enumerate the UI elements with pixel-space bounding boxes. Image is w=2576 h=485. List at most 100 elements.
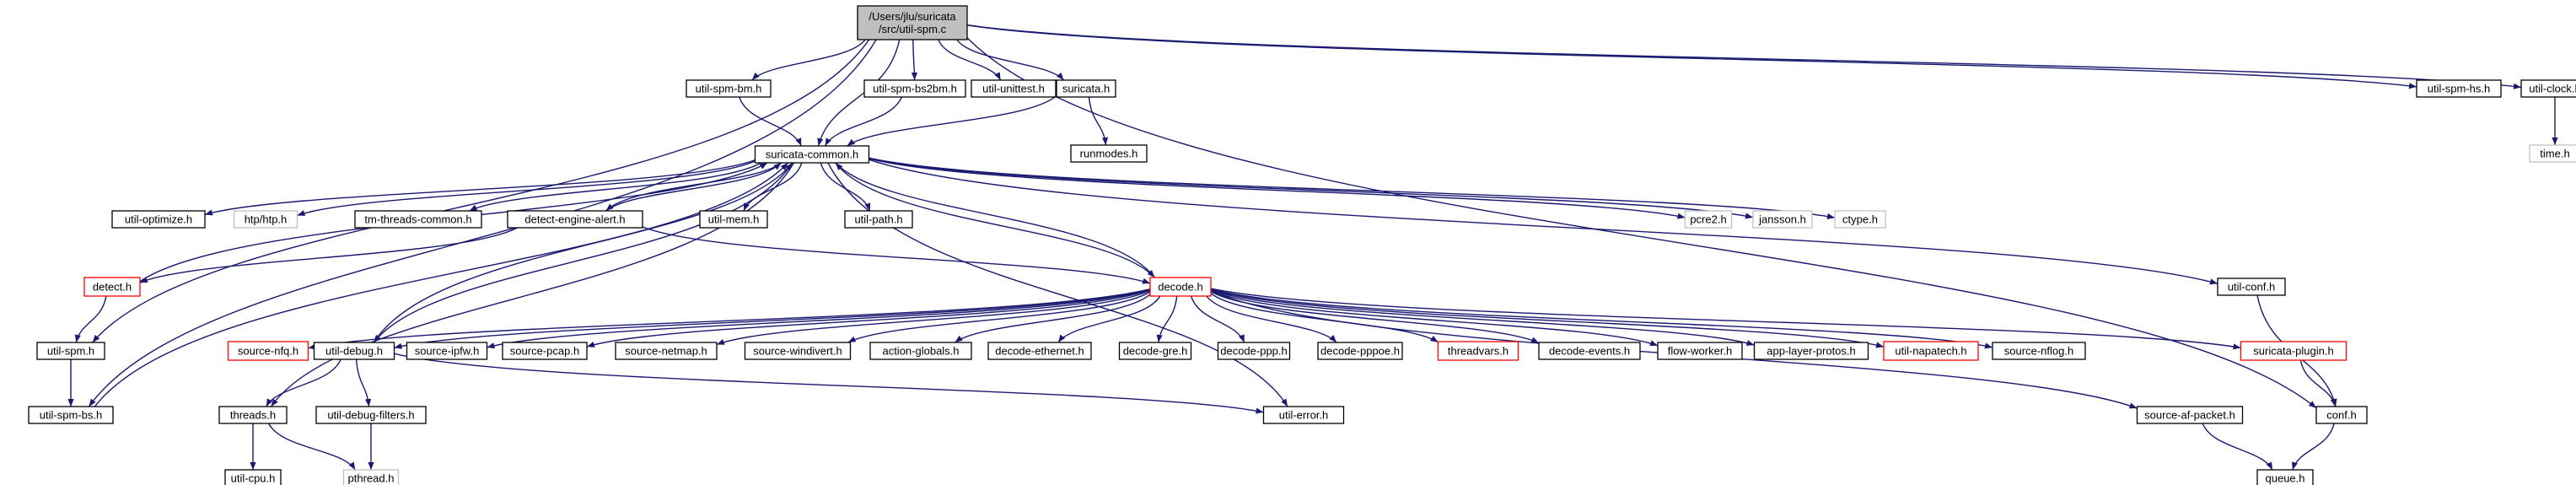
edge-root-to-clock xyxy=(966,24,2522,89)
node-dealert[interactable]: detect-engine-alert.h xyxy=(507,210,643,229)
edge-decode-to-deth xyxy=(1057,295,1161,343)
node-threadvars[interactable]: threadvars.h xyxy=(1437,341,1519,361)
node-label: util-clock.h xyxy=(2529,83,2576,95)
node-mem[interactable]: util-mem.h xyxy=(699,210,768,229)
node-path[interactable]: util-path.h xyxy=(844,210,913,229)
node-optimize[interactable]: util-optimize.h xyxy=(111,210,206,229)
node-label: suricata-plugin.h xyxy=(2253,345,2333,358)
node-dpppoe[interactable]: decode-pppoe.h xyxy=(1317,342,1403,360)
node-threads[interactable]: threads.h xyxy=(218,406,288,424)
node-box xyxy=(1753,342,1869,360)
node-box xyxy=(1538,342,1641,360)
node-label: queue.h xyxy=(2266,472,2305,485)
node-root[interactable]: /Users/jlu/suricata/src/util-spm.c xyxy=(857,5,968,40)
node-tmcommon[interactable]: tm-threads-common.h xyxy=(354,210,482,229)
node-label: time.h xyxy=(2540,148,2569,160)
header-nodes: /Users/jlu/suricata/src/util-spm.c util-s… xyxy=(28,5,2576,485)
node-box xyxy=(83,277,141,297)
edge-dealert-to-detect xyxy=(139,227,518,283)
edge-common-to-conf_u xyxy=(869,159,2218,285)
node-box xyxy=(111,210,206,229)
edge-common-to-ctype xyxy=(869,157,1836,220)
edge-decode-to-dpppoe xyxy=(1206,295,1337,343)
node-spm_hs[interactable]: util-spm-hs.h xyxy=(2416,79,2502,98)
node-napatech[interactable]: util-napatech.h xyxy=(1883,341,1979,361)
node-plugin[interactable]: suricata-plugin.h xyxy=(2240,341,2347,361)
edge-decode-to-ipfw xyxy=(487,288,1151,349)
node-decode[interactable]: decode.h xyxy=(1149,277,1212,297)
node-label: /Users/jlu/suricata xyxy=(869,10,956,23)
edge-spm_bs-to-common xyxy=(94,162,789,407)
node-spm_bs[interactable]: util-spm-bs.h xyxy=(28,406,114,424)
edge-afpacket-to-queue xyxy=(2202,423,2273,471)
edge-decode-to-netmap xyxy=(716,289,1151,346)
node-label: threadvars.h xyxy=(1448,345,1508,358)
edge-common-to-jansson xyxy=(869,157,1754,219)
node-box xyxy=(406,342,488,360)
node-box xyxy=(1118,342,1192,360)
node-dppp[interactable]: decode-ppp.h xyxy=(1217,342,1291,360)
node-spm_bm[interactable]: util-spm-bm.h xyxy=(686,79,772,98)
node-nfq[interactable]: source-nfq.h xyxy=(227,341,309,361)
node-label: util-mem.h xyxy=(708,213,760,226)
node-runmodes[interactable]: runmodes.h xyxy=(1070,144,1148,163)
edge-suricata-to-common xyxy=(847,94,1057,147)
node-label: /src/util-spm.c xyxy=(879,23,947,35)
node-netmap[interactable]: source-netmap.h xyxy=(615,342,718,360)
node-dgre[interactable]: decode-gre.h xyxy=(1118,342,1192,360)
node-label: source-nfq.h xyxy=(238,345,298,358)
node-dbgfilters[interactable]: util-debug-filters.h xyxy=(315,406,427,424)
edge-conf-to-queue xyxy=(2292,423,2335,471)
node-pcap[interactable]: source-pcap.h xyxy=(502,342,588,360)
node-label: tm-threads-common.h xyxy=(364,213,471,226)
node-box xyxy=(2529,144,2576,163)
node-label: decode-pppoe.h xyxy=(1320,345,1400,358)
node-box xyxy=(686,79,772,98)
node-queue[interactable]: queue.h xyxy=(2256,469,2314,485)
node-cpu[interactable]: util-cpu.h xyxy=(224,469,282,485)
node-clock[interactable]: util-clock.h xyxy=(2520,79,2576,98)
edge-dealert-to-decode xyxy=(642,226,1151,284)
edge-decode-to-common xyxy=(835,162,1155,278)
node-unittest[interactable]: util-unittest.h xyxy=(971,79,1057,98)
node-spm_bs2bm[interactable]: util-spm-bs2bm.h xyxy=(863,79,966,98)
node-ipfw[interactable]: source-ipfw.h xyxy=(406,342,488,360)
node-actglob[interactable]: action-globals.h xyxy=(869,342,972,360)
node-flowworker[interactable]: flow-worker.h xyxy=(1657,342,1743,360)
node-suricata[interactable]: suricata.h xyxy=(1056,79,1116,98)
node-spm[interactable]: util-spm.h xyxy=(36,342,105,360)
edge-root-to-spm_bs xyxy=(88,39,877,407)
node-windivert[interactable]: source-windivert.h xyxy=(744,342,852,360)
node-box xyxy=(1992,342,2086,360)
node-common[interactable]: suricata-common.h xyxy=(754,145,870,164)
node-deth[interactable]: decode-ethernet.h xyxy=(987,342,1092,360)
node-box xyxy=(1317,342,1403,360)
node-pthread: pthread.h xyxy=(342,469,400,485)
node-conf_u[interactable]: util-conf.h xyxy=(2217,278,2286,296)
node-box xyxy=(1217,342,1291,360)
edge-debug-to-common xyxy=(373,162,793,343)
node-nflog[interactable]: source-nflog.h xyxy=(1992,342,2086,360)
node-error[interactable]: util-error.h xyxy=(1262,406,1345,424)
node-alproto[interactable]: app-layer-protos.h xyxy=(1753,342,1869,360)
node-label: source-pcap.h xyxy=(510,345,579,358)
edge-decode-to-pcap xyxy=(586,288,1151,348)
node-debug[interactable]: util-debug.h xyxy=(313,342,395,360)
node-label: detect-engine-alert.h xyxy=(524,213,625,226)
node-label: action-globals.h xyxy=(882,345,959,358)
node-box xyxy=(987,342,1092,360)
node-box xyxy=(754,145,870,164)
node-box xyxy=(233,210,298,229)
node-afpacket[interactable]: source-af-packet.h xyxy=(2136,406,2244,424)
node-detect[interactable]: detect.h xyxy=(83,277,141,297)
node-label: pthread.h xyxy=(348,472,395,485)
edge-root-to-spm xyxy=(92,39,870,343)
node-box xyxy=(227,341,309,361)
node-label: util-spm-hs.h xyxy=(2428,83,2490,95)
edge-debug-to-error xyxy=(394,353,1264,414)
edge-decode-to-alproto xyxy=(1210,289,1755,346)
node-devents[interactable]: decode-events.h xyxy=(1538,342,1641,360)
node-conf[interactable]: conf.h xyxy=(2315,406,2368,424)
node-label: jansson.h xyxy=(1758,213,1806,226)
node-box xyxy=(2240,341,2347,361)
